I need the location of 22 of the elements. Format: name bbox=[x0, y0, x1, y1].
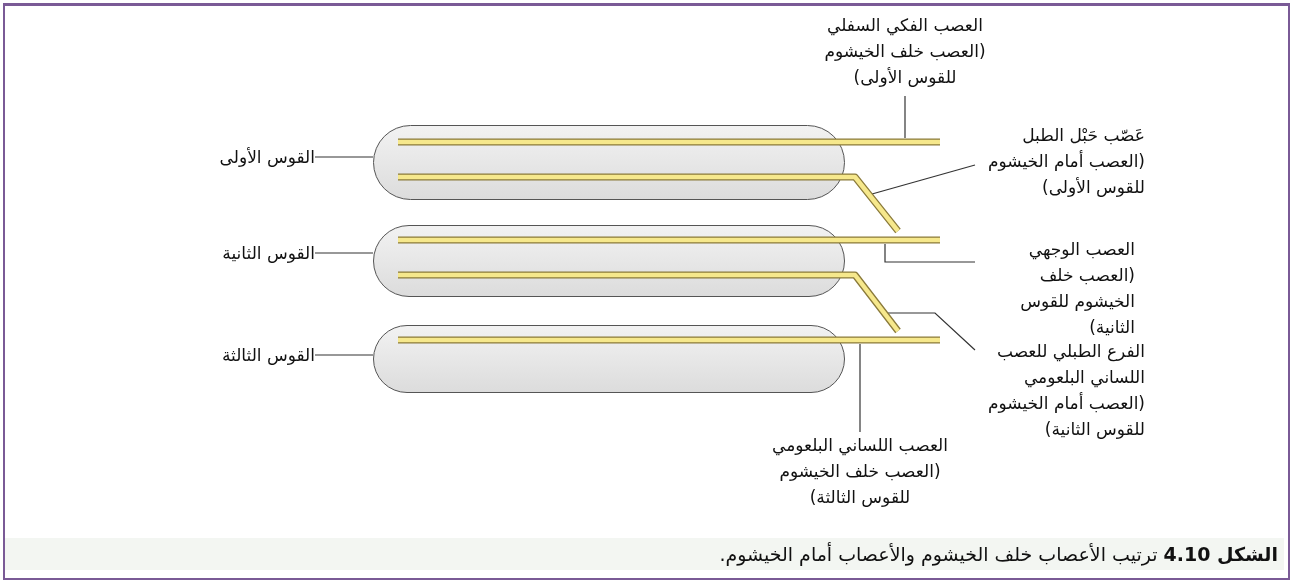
figure-caption: الشكل 4.10 ترتيب الأعصاب خلف الخيشوم والأعصاب أمام الخيشوم. bbox=[5, 538, 1284, 570]
nerve bbox=[398, 236, 940, 244]
leader-line bbox=[314, 252, 374, 254]
arch-label: القوس الأولى bbox=[190, 144, 315, 170]
arch-label: القوس الثانية bbox=[190, 240, 315, 266]
leader-line bbox=[314, 354, 374, 356]
nerve-label: العصب الفكي السفلي (العصب خلف الخيشوم للقوس الأولى) bbox=[815, 12, 995, 96]
nerve bbox=[398, 138, 940, 146]
nerve bbox=[398, 336, 940, 344]
nerve bbox=[398, 173, 901, 234]
leader-line bbox=[859, 343, 861, 433]
nerve-label: العصب الوجهي (العصب خلف الخيشوم للقوس الثانية) bbox=[975, 236, 1135, 340]
arch-label: القوس الثالثة bbox=[190, 342, 315, 368]
nerve-label: الفرع الطبلي للعصب اللساني البلعومي (العصب أمام الخيشوم للقوس الثانية) bbox=[975, 338, 1145, 444]
leader-line bbox=[904, 95, 906, 139]
leader-line bbox=[314, 156, 374, 158]
nerve bbox=[398, 271, 901, 334]
leader-line bbox=[871, 164, 976, 195]
leader-line bbox=[884, 243, 976, 263]
nerve-label: عَصّب حَبْل الطبل (العصب أمام الخيشوم للقوس الأولى) bbox=[975, 122, 1145, 206]
leader-line bbox=[887, 312, 976, 351]
nerve-label: العصب اللساني البلعومي (العصب خلف الخيشوم للقوس الثالثة) bbox=[770, 432, 950, 516]
